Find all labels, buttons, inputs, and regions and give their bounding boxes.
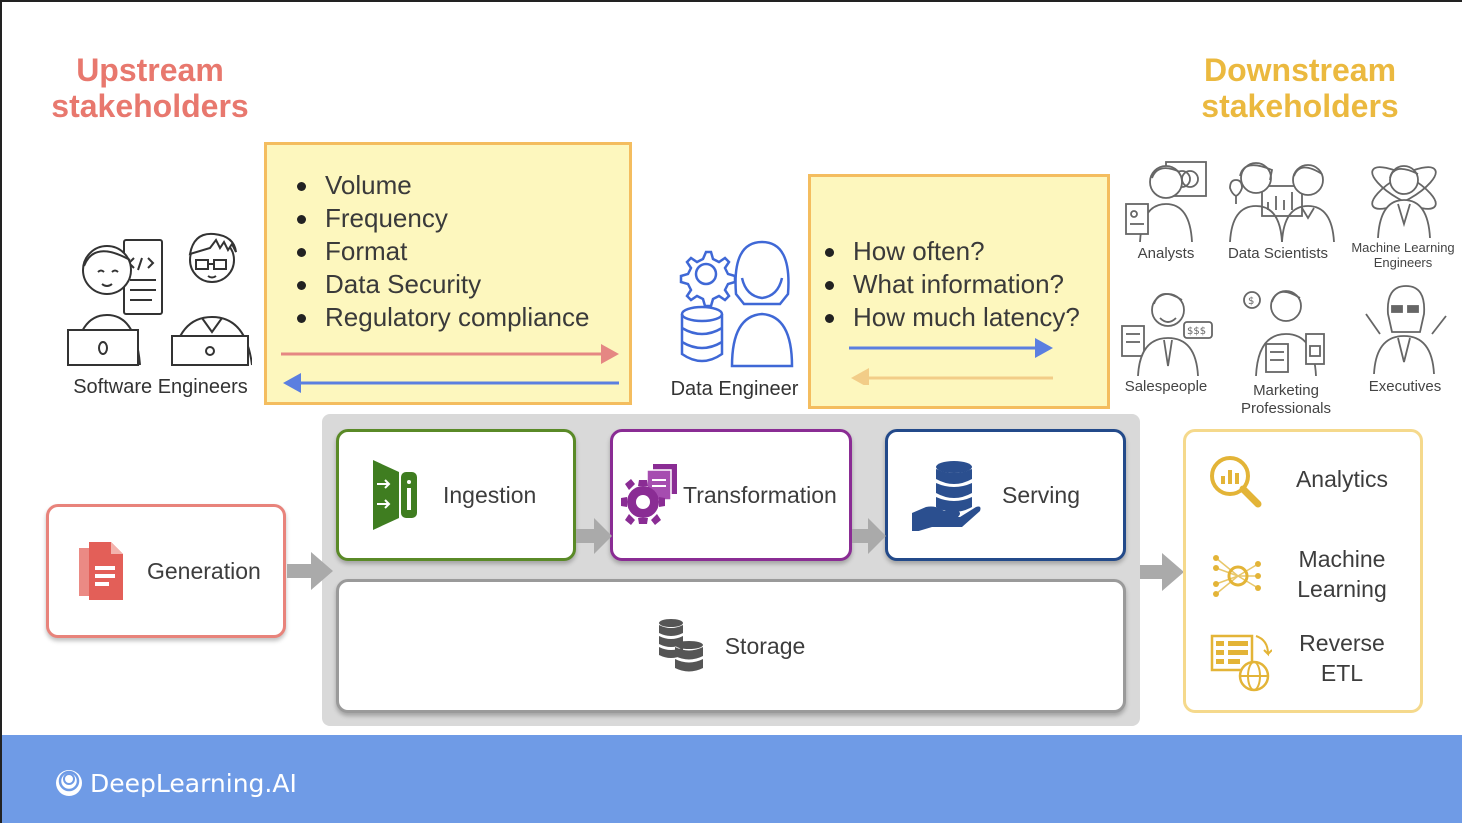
- requirement-item: Data Security: [267, 268, 629, 301]
- executives-icon: [1362, 284, 1448, 374]
- upstream-requirements-note: Volume Frequency Format Data Security Re…: [264, 142, 632, 405]
- analytics-label: Analytics: [1295, 466, 1389, 492]
- question-item: How much latency?: [811, 301, 1107, 334]
- question-item: How often?: [811, 235, 1107, 268]
- serving-stage: Serving: [885, 429, 1126, 561]
- footer-bar: [2, 735, 1462, 823]
- documents-icon: [79, 542, 123, 600]
- data-scientists-label: Data Scientists: [1227, 245, 1329, 262]
- analytics-magnifier-icon: [1210, 456, 1262, 508]
- generation-stage: Generation: [46, 504, 286, 638]
- upstream-exchange-arrows: [281, 344, 619, 393]
- data-scientists-icon: [1220, 158, 1340, 242]
- downstream-questions-note: How often? What information? How much la…: [808, 174, 1110, 409]
- brand-logo[interactable]: DeepLearning.AI: [54, 768, 297, 798]
- marketing-label: Marketing Professionals: [1240, 382, 1332, 417]
- requirement-item: Frequency: [267, 202, 629, 235]
- upstream-requirements-list: Volume Frequency Format Data Security Re…: [267, 169, 629, 334]
- svg-text:$$$: $$$: [1187, 326, 1206, 337]
- generation-to-ingestion-arrow: [287, 552, 333, 590]
- storage-label: Storage: [724, 632, 806, 659]
- requirement-item: Regulatory compliance: [267, 301, 629, 334]
- ingestion-label: Ingestion: [443, 481, 537, 508]
- outputs-box: Analytics Machine Learning Reverse ETL: [1183, 429, 1423, 713]
- serving-label: Serving: [1002, 481, 1080, 508]
- downstream-exchange-arrows: [849, 338, 1053, 385]
- ingestion-icon: [373, 460, 417, 530]
- marketing-icon: $: [1240, 284, 1332, 376]
- executives-label: Executives: [1368, 378, 1442, 395]
- requirement-item: Volume: [267, 169, 629, 202]
- storage-stage: Storage: [336, 579, 1126, 713]
- question-item: What information?: [811, 268, 1107, 301]
- ingestion-stage: Ingestion: [336, 429, 576, 561]
- ingestion-to-transformation-arrow: [576, 518, 612, 554]
- deeplearning-logo-icon: [56, 770, 82, 796]
- upstream-heading: Upstream stakeholders: [51, 52, 249, 124]
- salespeople-label: Salespeople: [1124, 378, 1208, 395]
- software-engineers-icon: [62, 230, 252, 370]
- transformation-gear-icon: [621, 464, 677, 525]
- serving-icon: [912, 461, 981, 531]
- lifecycle-to-outputs-arrow: [1140, 553, 1184, 591]
- generation-label: Generation: [147, 557, 261, 584]
- analysts-label: Analysts: [1137, 245, 1195, 262]
- machine-learning-network-icon: [1213, 555, 1261, 597]
- reverse-etl-label: Reverse ETL: [1299, 630, 1385, 686]
- transformation-label: Transformation: [683, 481, 837, 508]
- transformation-to-serving-arrow: [852, 518, 886, 554]
- reverse-etl-icon: [1210, 634, 1272, 692]
- storage-database-icon: [658, 619, 703, 672]
- data-engineer-icon: [678, 238, 796, 368]
- ml-engineers-label: Machine Learning Engineers: [1351, 240, 1455, 270]
- downstream-heading: Downstream stakeholders: [1201, 52, 1399, 124]
- software-engineers-label: Software Engineers: [73, 376, 248, 398]
- salespeople-icon: $$$: [1120, 284, 1216, 376]
- analysts-icon: [1122, 160, 1210, 242]
- ml-engineers-icon: [1362, 158, 1446, 238]
- brand-name: DeepLearning.AI: [90, 768, 297, 798]
- svg-text:$: $: [1248, 296, 1254, 307]
- transformation-stage: Transformation: [610, 429, 852, 561]
- downstream-questions-list: How often? What information? How much la…: [811, 235, 1107, 334]
- data-engineer-label: Data Engineer: [670, 378, 799, 400]
- requirement-item: Format: [267, 235, 629, 268]
- machine-learning-label: Machine Learning: [1297, 546, 1387, 602]
